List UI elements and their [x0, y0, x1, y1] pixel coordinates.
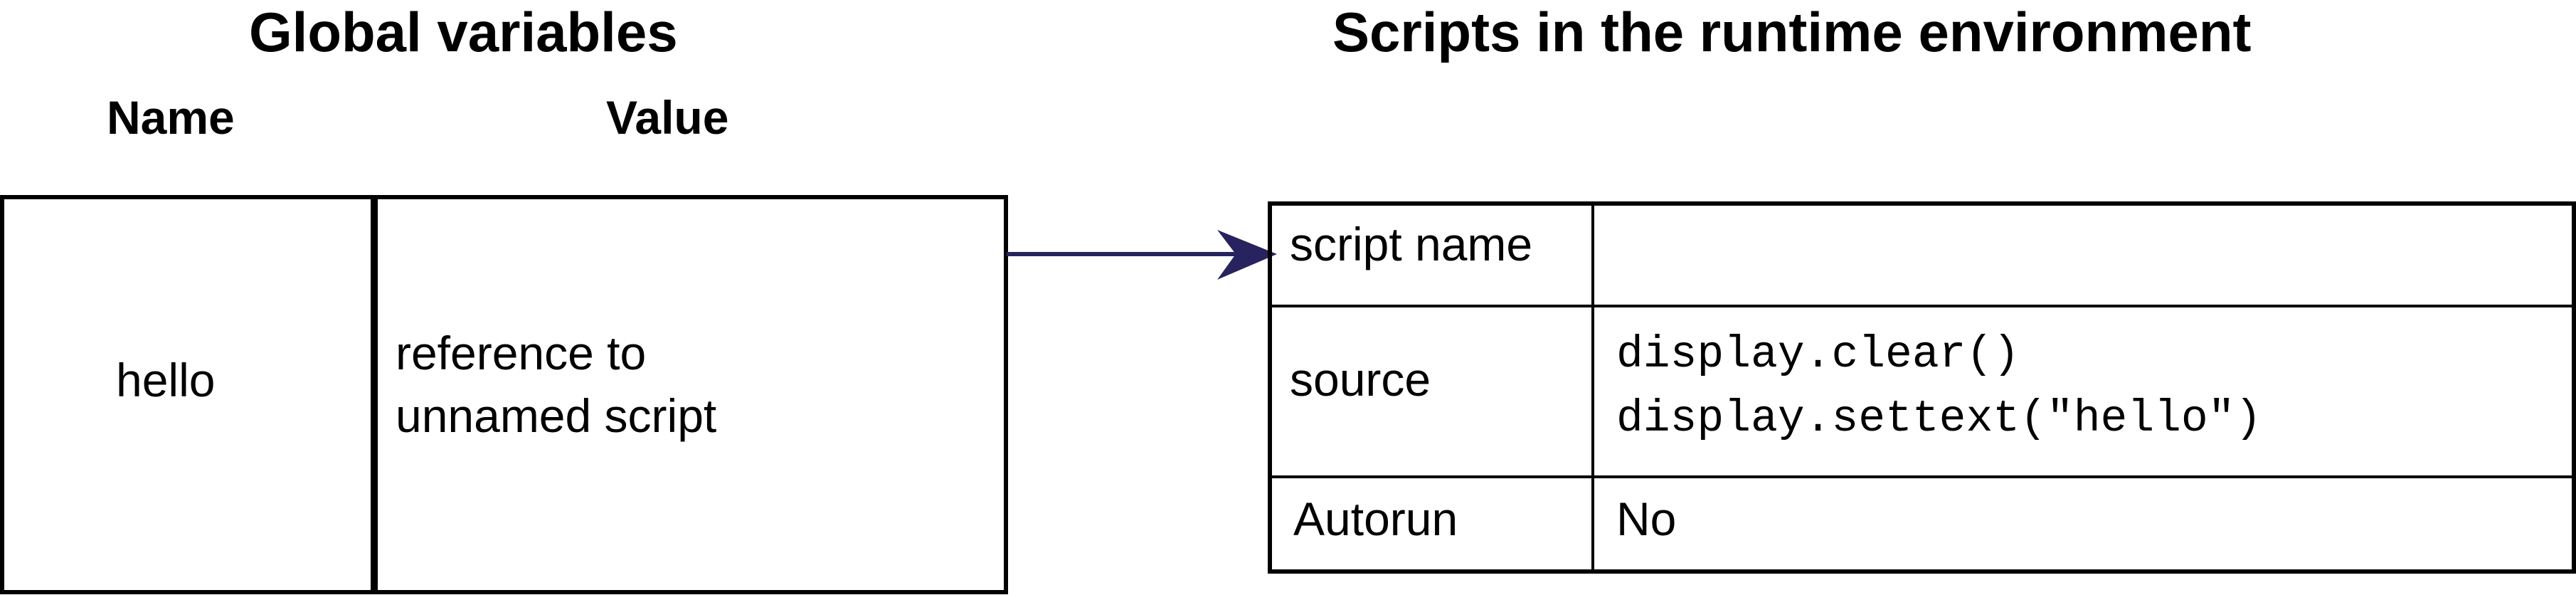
variable-value: reference to unnamed script	[396, 322, 716, 447]
source-label: source	[1290, 353, 1431, 406]
script-table-row-divider	[1268, 475, 2576, 478]
global-variables-box	[0, 195, 1008, 594]
script-table-row-divider	[1268, 305, 2576, 307]
variable-value-line-1: reference to	[396, 327, 647, 379]
global-variables-divider	[371, 195, 378, 594]
autorun-value: No	[1616, 493, 1677, 545]
variable-name: hello	[116, 354, 216, 406]
arrow-head-icon	[1217, 230, 1277, 280]
global-variables-title: Global variables	[249, 1, 678, 63]
name-column-header: Name	[107, 91, 235, 144]
runtime-scripts-title: Scripts in the runtime environment	[1332, 1, 2252, 63]
source-code-line: display.settext("hello")	[1616, 394, 2262, 444]
script-table-column-divider	[1591, 201, 1594, 574]
script-table	[1268, 201, 2576, 574]
source-code-line: display.clear()	[1616, 330, 2020, 380]
script-name-label: script name	[1290, 218, 1533, 270]
variable-value-line-2: unnamed script	[396, 389, 717, 442]
reference-arrow	[1007, 230, 1277, 280]
autorun-label: Autorun	[1293, 493, 1458, 545]
value-column-header: Value	[606, 91, 729, 144]
source-code: display.clear() display.settext("hello")	[1616, 323, 2262, 451]
